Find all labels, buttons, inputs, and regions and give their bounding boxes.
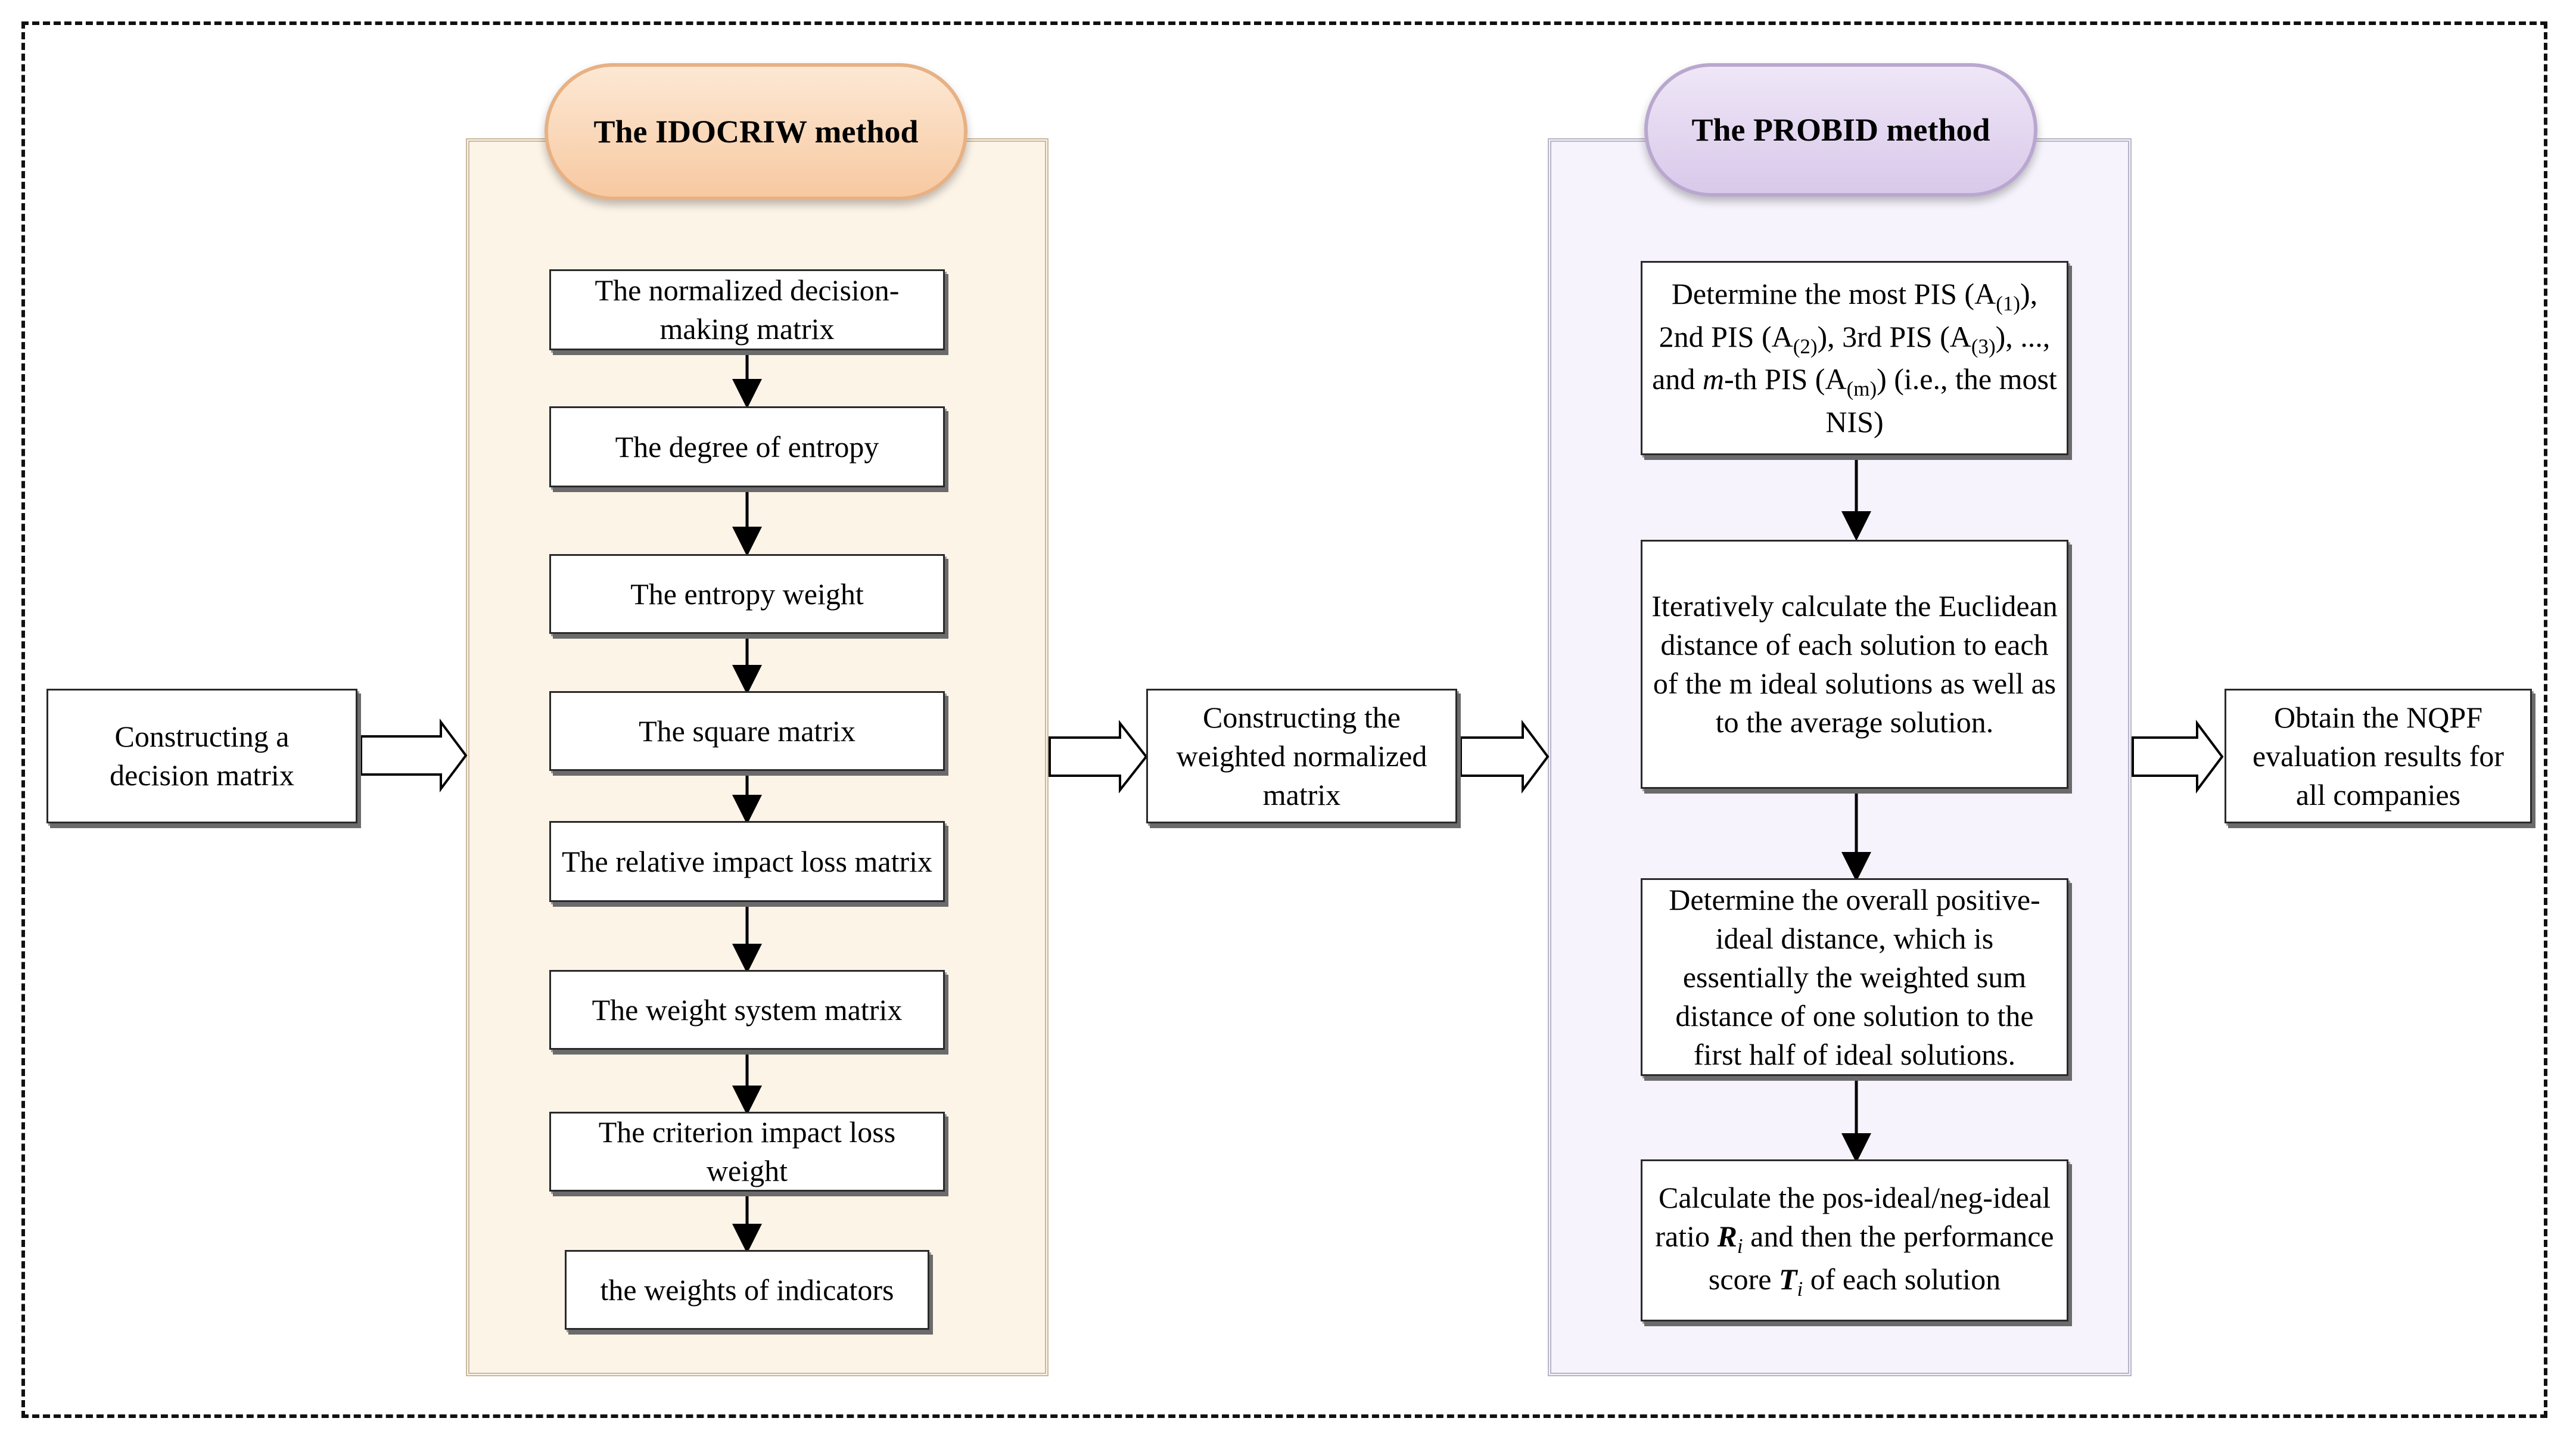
flow-weighted-normalized-matrix: Constructing the weighted normalized mat… [1146, 689, 1457, 823]
ido-step-weight-system-matrix: The weight system matrix [549, 970, 945, 1050]
probid-step-positive-ideal-distance: Determine the overall positive-ideal dis… [1641, 878, 2068, 1076]
ido-step-degree-of-entropy: The degree of entropy [549, 406, 945, 487]
ido-step-entropy-weight: The entropy weight [549, 554, 945, 634]
probid-step-determine-pis-text: Determine the most PIS (A(1)), 2nd PIS (… [1652, 277, 2057, 439]
probid-step-performance-score-text: Calculate the pos-ideal/neg-ideal ratio … [1655, 1181, 2054, 1301]
ido-step-normalized-matrix: The normalized decision-making matrix [549, 269, 945, 350]
hollow-arrow-4 [2132, 720, 2224, 794]
hollow-arrow-1 [360, 719, 468, 792]
hollow-arrow-2 [1049, 720, 1148, 794]
probid-step-euclidean-distance: Iteratively calculate the Euclidean dist… [1641, 540, 2068, 789]
hollow-arrow-3 [1460, 720, 1550, 794]
probid-step-determine-pis: Determine the most PIS (A(1)), 2nd PIS (… [1641, 261, 2068, 455]
hollow-flow-arrows [360, 719, 2224, 794]
ido-step-criterion-impact-loss-weight: The criterion impact loss weight [549, 1112, 945, 1192]
ido-step-square-matrix: The square matrix [549, 691, 945, 771]
ido-step-relative-impact-loss-matrix: The relative impact loss matrix [549, 821, 945, 902]
flow-constructing-decision-matrix: Constructing a decision matrix [46, 689, 357, 823]
idocriw-title: The IDOCRIW method [545, 63, 967, 200]
probid-step-performance-score: Calculate the pos-ideal/neg-ideal ratio … [1641, 1159, 2068, 1321]
flow-nqpf-evaluation-results: Obtain the NQPF evaluation results for a… [2225, 689, 2532, 823]
probid-title: The PROBID method [1644, 63, 2037, 197]
ido-step-weights-of-indicators: the weights of indicators [565, 1250, 929, 1330]
outer-dashed-frame [21, 21, 2547, 1418]
